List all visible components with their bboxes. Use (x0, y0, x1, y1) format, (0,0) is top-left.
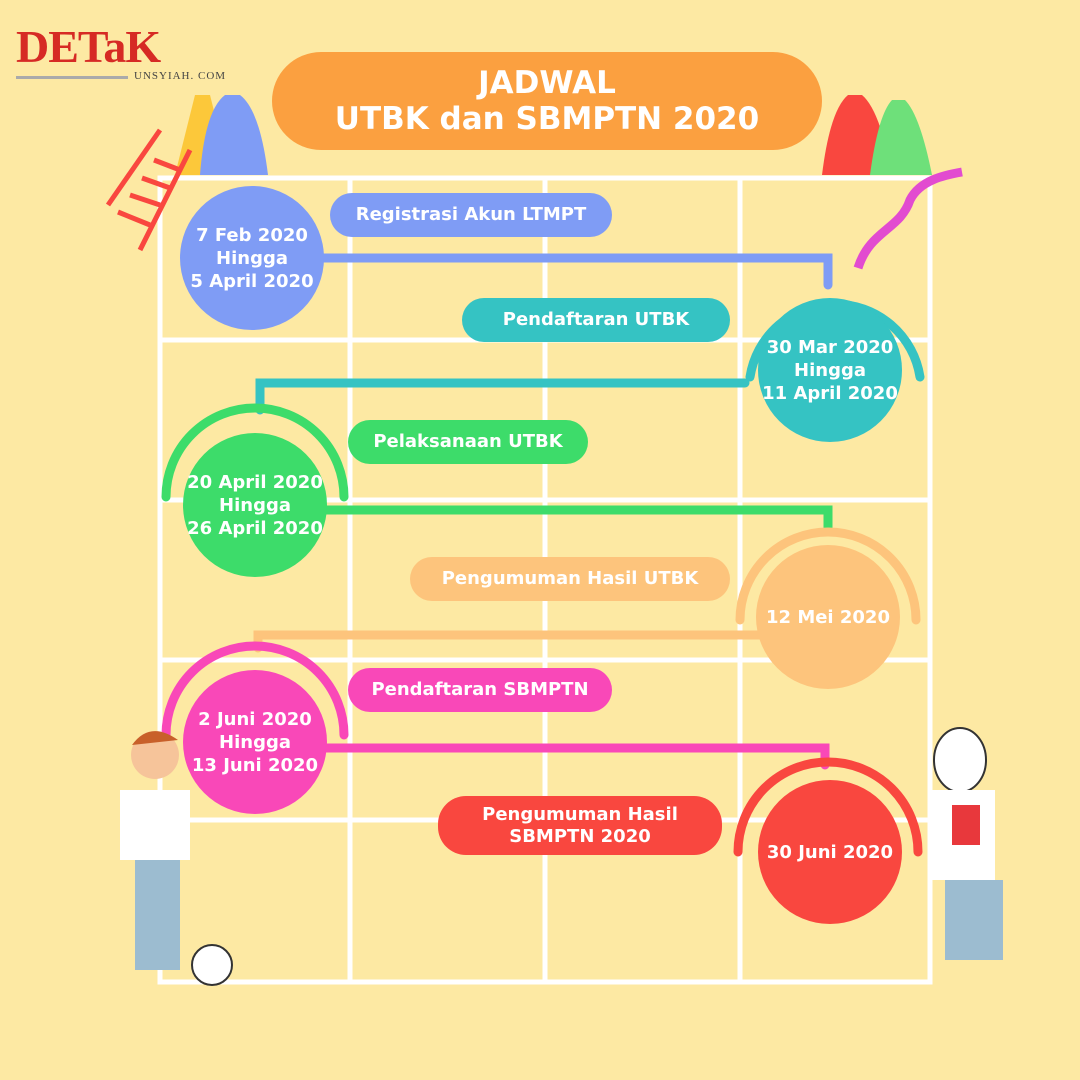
connector-2 (255, 378, 750, 415)
arc-6 (733, 757, 923, 857)
event-label-1: Registrasi Akun LTMPT (330, 193, 612, 237)
event-label-2: Pendaftaran UTBK (462, 298, 730, 342)
event-label-3: Pelaksanaan UTBK (348, 420, 588, 464)
boy-student-illustration (120, 731, 233, 986)
connector-5 (295, 743, 830, 770)
girl-student-illustration (930, 727, 1003, 960)
arc-4 (735, 527, 921, 625)
event-label-4: Pengumuman Hasil UTBK (410, 557, 730, 601)
detak-logo: DETaK UNSYIAH. COM (16, 21, 227, 82)
event-label-5: Pendaftaran SBMPTN (348, 668, 612, 712)
arc-5 (161, 641, 349, 740)
event-label-6: Pengumuman Hasil SBMPTN 2020 (438, 796, 722, 855)
page-title: JADWAL UTBK dan SBMPTN 2020 (272, 52, 822, 150)
connector-3 (295, 505, 833, 535)
snake-icon (853, 167, 963, 270)
ladder-icon (105, 128, 193, 252)
connector-4 (253, 630, 765, 653)
event-date-6: 30 Juni 2020 (758, 780, 902, 924)
connector-1 (295, 253, 833, 290)
event-date-4: 12 Mei 2020 (756, 545, 900, 689)
arc-3 (161, 403, 349, 502)
